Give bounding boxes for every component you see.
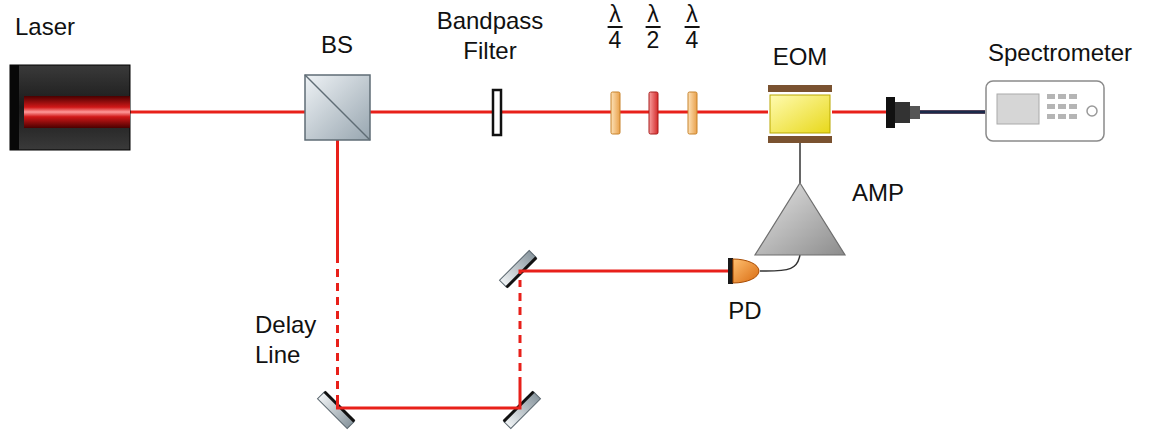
- button: [1069, 114, 1077, 119]
- component-label: Laser: [15, 12, 75, 42]
- mirror: [499, 250, 536, 287]
- fraction-label: λ2: [646, 2, 661, 52]
- fraction-numerator: λ: [685, 2, 700, 28]
- button: [1058, 94, 1066, 99]
- component-label: BS: [321, 30, 353, 60]
- component-label: Bandpass Filter: [431, 6, 549, 66]
- coupler-barrel: [895, 102, 910, 123]
- knob: [1087, 106, 1097, 116]
- plate-body: [611, 92, 620, 134]
- plate-body: [688, 92, 697, 134]
- button: [1058, 104, 1066, 109]
- fraction-label: λ4: [685, 2, 700, 52]
- filter-glass: [493, 90, 501, 135]
- beam-splitter: BS: [305, 75, 370, 140]
- signal-wire: [760, 255, 800, 271]
- laser-beam: [620, 111, 649, 114]
- component-label: AMP: [852, 178, 904, 208]
- laser-beam: [697, 111, 768, 114]
- signal-wire: [799, 143, 801, 183]
- half-wave-plate: λ2: [649, 92, 658, 134]
- wave-shape: [611, 92, 620, 134]
- fraction-denominator: 2: [646, 28, 661, 52]
- laser-body: [10, 65, 130, 150]
- button: [1058, 114, 1066, 119]
- laser-source: Laser: [10, 65, 130, 150]
- button: [1069, 94, 1077, 99]
- fraction-denominator: 4: [608, 28, 623, 52]
- laser-beam: [658, 111, 688, 114]
- quarter-wave-plate: λ4: [611, 92, 620, 134]
- crystal: [770, 95, 830, 133]
- spec-shape: [985, 80, 1105, 142]
- component-label: Spectrometer: [988, 38, 1132, 68]
- amp-shape: [755, 183, 845, 255]
- button: [1047, 104, 1055, 109]
- filter-shape: [493, 90, 501, 135]
- button: [1069, 104, 1077, 109]
- laser-beam-glow: [24, 96, 130, 128]
- eom-shape: [768, 85, 832, 143]
- component-label: EOM: [773, 42, 828, 72]
- optical-fiber: [920, 110, 985, 114]
- delay-line-label: Delay Line: [255, 310, 335, 370]
- laser-endplate: [10, 65, 19, 150]
- fraction-numerator: λ: [646, 2, 661, 28]
- amplifier: AMP: [755, 183, 845, 255]
- button: [1047, 94, 1055, 99]
- fraction-denominator: 4: [685, 28, 700, 52]
- button: [1047, 114, 1055, 119]
- amplifier-triangle: [755, 183, 845, 255]
- instrument-case: [986, 81, 1104, 141]
- fraction-numerator: λ: [608, 2, 623, 28]
- laser-beam: [338, 140, 729, 408]
- screen: [997, 94, 1039, 124]
- laser-beam: [130, 111, 305, 114]
- bandpass-filter: Bandpass Filter: [493, 90, 501, 135]
- electrode: [768, 136, 832, 143]
- laser-beam: [370, 111, 493, 114]
- split-surface: [305, 75, 370, 140]
- fraction-label: λ4: [608, 2, 623, 52]
- mirror: [317, 392, 354, 429]
- laser-beam: [501, 111, 611, 114]
- quarter-wave-plate: λ4: [688, 92, 697, 134]
- bs-shape: [305, 75, 370, 140]
- plate-body: [649, 92, 658, 134]
- detector-dome: [733, 259, 759, 283]
- electrode: [768, 85, 832, 92]
- electro-optic-modulator: EOM: [768, 85, 832, 143]
- wave-shape: [649, 92, 658, 134]
- cube-body: [305, 75, 370, 140]
- spectrometer: Spectrometer: [985, 80, 1105, 142]
- detector-window: [728, 258, 733, 284]
- pd-shape: [728, 258, 760, 284]
- mirror: [504, 392, 541, 429]
- photodiode: PD: [728, 258, 760, 284]
- coupler-mount: [886, 97, 895, 128]
- component-label: PD: [728, 296, 761, 326]
- coupler-tip: [910, 106, 920, 119]
- laser-shape: [10, 65, 130, 150]
- wave-shape: [688, 92, 697, 134]
